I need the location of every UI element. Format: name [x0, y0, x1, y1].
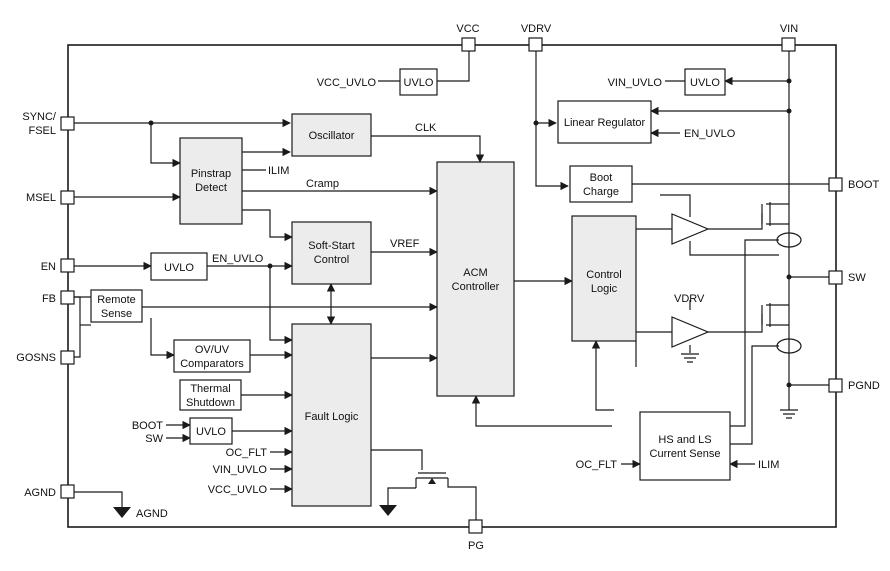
sig-boot-in: BOOT: [132, 420, 163, 432]
sig-vdrv-ls: VDRV: [674, 293, 705, 305]
pin-boot: [828, 177, 843, 192]
uvlo-vcc-label: UVLO: [404, 77, 434, 89]
sig-vcc-uvlo-fault: VCC_UVLO: [208, 484, 268, 496]
pin-en: [60, 258, 75, 273]
boot-charge-label-2: Charge: [583, 186, 619, 198]
uvlo-boot-label: UVLO: [196, 426, 226, 438]
uvlo-vin-label: UVLO: [690, 77, 720, 89]
current-sense-label-2: Current Sense: [650, 448, 721, 460]
pin-agnd: [60, 484, 75, 499]
soft-start-block: [291, 221, 372, 285]
thermal-label-1: Thermal: [190, 383, 230, 395]
hs-current-sense-icon: [776, 232, 802, 248]
sig-oc-flt-fault: OC_FLT: [226, 447, 268, 459]
pin-label-en: EN: [41, 261, 56, 273]
thermal-label-2: Shutdown: [186, 397, 235, 409]
pinstrap-label-1: Pinstrap: [191, 168, 231, 180]
uvlo-en-label: UVLO: [164, 262, 194, 274]
sig-vin-uvlo-fault: VIN_UVLO: [213, 464, 268, 476]
hs-fet-icon: [761, 202, 771, 226]
sig-vin-uvlo: VIN_UVLO: [608, 77, 663, 89]
pg-fet-icon: [418, 472, 446, 484]
pin-msel: [60, 190, 75, 205]
uvlo-vin-block: [684, 68, 726, 96]
ovuv-label-2: Comparators: [180, 358, 244, 370]
pin-label-vcc: VCC: [456, 23, 479, 35]
linear-regulator-block: [557, 100, 652, 144]
acm-controller-block: [436, 161, 515, 397]
soft-start-label-2: Control: [314, 254, 349, 266]
pin-label-fsel: FSEL: [28, 125, 56, 137]
soft-start-label-1: Soft-Start: [308, 240, 354, 252]
wires: [74, 38, 829, 520]
ls-fet-icon: [761, 303, 771, 327]
pinstrap-detect-block: [179, 137, 243, 225]
remote-sense-block: [90, 289, 143, 323]
fault-logic-block: [291, 323, 372, 507]
pin-label-vdrv: VDRV: [521, 23, 552, 35]
pin-label-agnd: AGND: [24, 487, 56, 499]
pin-vdrv: [528, 37, 543, 52]
pin-label-vin: VIN: [780, 23, 798, 35]
oscillator-block: [291, 113, 372, 157]
current-sense-block: [639, 411, 731, 481]
linear-regulator-label: Linear Regulator: [564, 117, 646, 129]
pin-pg: [468, 519, 483, 534]
sig-vcc-uvlo: VCC_UVLO: [317, 77, 377, 89]
control-logic-label-2: Logic: [591, 283, 618, 295]
sig-oc-flt-cs: OC_FLT: [576, 459, 618, 471]
acm-label-2: Controller: [452, 281, 500, 293]
sig-cramp: Cramp: [306, 178, 339, 190]
junction-dots: [148, 78, 792, 388]
pin-label-fb: FB: [42, 293, 56, 305]
pin-vcc: [461, 37, 476, 52]
ground-symbols: [113, 353, 798, 518]
oscillator-label: Oscillator: [309, 130, 355, 142]
pin-fb: [60, 290, 75, 305]
boot-charge-label-1: Boot: [590, 172, 613, 184]
pin-label-boot: BOOT: [848, 179, 879, 191]
sig-clk: CLK: [415, 122, 437, 134]
sig-sw-in: SW: [145, 433, 163, 445]
pin-label-pg: PG: [468, 540, 484, 552]
acm-label-1: ACM: [463, 267, 487, 279]
uvlo-boot-block: [189, 417, 233, 445]
pin-label-gosns: GOSNS: [16, 352, 56, 364]
remote-sense-label-2: Sense: [101, 308, 132, 320]
ovuv-block: [173, 339, 251, 373]
sig-ilim-cs: ILIM: [758, 459, 779, 471]
sig-agnd-gnd: AGND: [136, 508, 168, 520]
uvlo-vcc-block: [399, 68, 438, 96]
thermal-block: [179, 379, 242, 411]
pin-label-pgnd: PGND: [848, 380, 880, 392]
sig-en-uvlo: EN_UVLO: [212, 253, 264, 265]
pin-pgnd: [828, 378, 843, 393]
control-logic-block: [571, 215, 637, 342]
pin-label-msel: MSEL: [26, 192, 56, 204]
ls-driver-icon: [671, 316, 710, 348]
remote-sense-label-1: Remote: [97, 294, 136, 306]
pin-sync-fsel: [60, 116, 75, 131]
control-logic-label-1: Control: [586, 269, 621, 281]
uvlo-en-block: [150, 252, 208, 281]
chip-outline: [67, 44, 837, 528]
sig-vref: VREF: [390, 238, 420, 250]
pin-sw: [828, 270, 843, 285]
pin-vin: [781, 37, 796, 52]
pin-label-sw: SW: [848, 272, 866, 284]
sig-en-uvlo-lr: EN_UVLO: [684, 128, 736, 140]
fault-logic-label: Fault Logic: [305, 411, 359, 423]
current-sense-label-1: HS and LS: [658, 434, 711, 446]
hs-driver-icon: [671, 213, 710, 245]
ovuv-label-1: OV/UV: [195, 344, 230, 356]
pinstrap-label-2: Detect: [195, 182, 227, 194]
boot-charge-block: [569, 165, 633, 203]
pin-gosns: [60, 350, 75, 365]
ls-current-sense-icon: [776, 338, 802, 354]
sig-ilim-pinstrap: ILIM: [268, 165, 289, 177]
pin-label-sync: SYNC/: [22, 111, 57, 123]
